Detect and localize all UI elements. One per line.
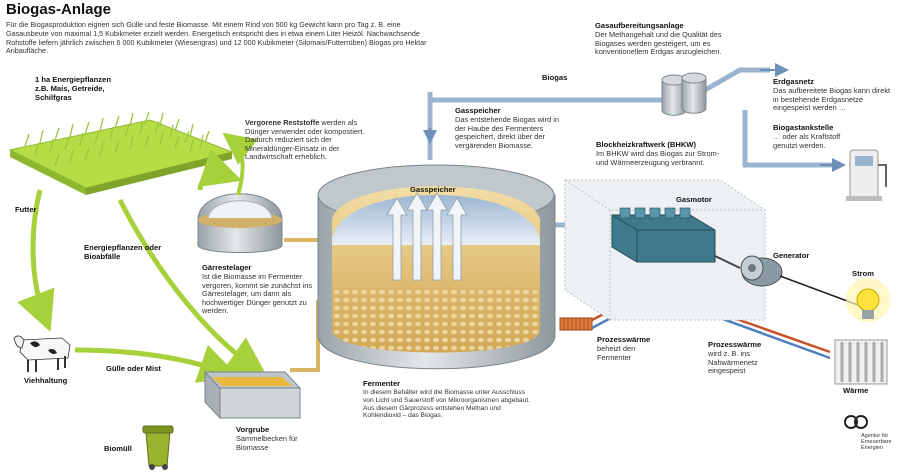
gas-treatment-tanks bbox=[661, 72, 707, 116]
futter-label: Futter bbox=[15, 205, 37, 214]
fermenter-title: Fermenter bbox=[363, 379, 401, 388]
manure-label: Gülle oder Mist bbox=[106, 364, 161, 373]
energy-plants-examples: z.B. Mais, Getreide, Schilfgras bbox=[35, 84, 105, 102]
digestate-outflow-arrow bbox=[222, 132, 258, 196]
agency-logo-text: Agentur für Erneuerbare Energien bbox=[861, 433, 892, 452]
livestock-label: Viehhaltung bbox=[24, 376, 68, 385]
fermenter-heat-exchanger bbox=[559, 317, 593, 331]
digestate-storage-title: Gärrestelager bbox=[202, 263, 252, 272]
fermenter-text: In diesem Behälter wird die Biomasse unt… bbox=[363, 389, 531, 420]
gas-station-title: Biogastankstelle bbox=[773, 123, 834, 132]
gas-motor bbox=[611, 207, 716, 263]
power-label: Strom bbox=[852, 269, 874, 278]
cow-icon bbox=[13, 335, 71, 372]
gas-treatment-title: Gasaufbereitungsanlage bbox=[595, 21, 684, 30]
chp-title: Blockheizkraftwerk (BHKW) bbox=[596, 140, 697, 149]
residues-title: Vergorene Reststoffe bbox=[245, 118, 320, 127]
residues-description: Vergorene Reststoffe werden als Dünger v… bbox=[245, 118, 365, 162]
generator-label: Generator bbox=[773, 251, 810, 260]
drive-shaft bbox=[714, 255, 741, 269]
process-heat-fermenter-text: beheizt den Fermenter bbox=[597, 344, 636, 362]
chp-text: Im BHKW wird das Biogas zur Strom- und W… bbox=[596, 149, 720, 167]
page-title: Biogas-Anlage bbox=[6, 1, 112, 18]
energy-plants-title: 1 ha Energiepflanzen bbox=[35, 75, 111, 84]
gas-pump-icon bbox=[846, 149, 887, 201]
gas-rise-arrows bbox=[386, 192, 468, 281]
biogas-label: Biogas bbox=[542, 73, 568, 82]
residues-text: werden als Dünger verwendet oder kompost… bbox=[245, 118, 365, 162]
gas-grid-text: Das aufbereitete Biogas kann direkt in b… bbox=[773, 86, 891, 113]
prepit-text: Sammelbecken für Biomasse bbox=[236, 434, 298, 452]
process-heat-grid-text: wird z. B. ins Nahwärmenetz eingespeist bbox=[708, 349, 758, 376]
generator bbox=[740, 255, 783, 287]
heat-label: Wärme bbox=[843, 386, 869, 395]
gas-storage-text: Das entstehende Biogas wird in der Haube… bbox=[455, 115, 559, 150]
gas-storage-title: Gasspeicher bbox=[455, 106, 501, 115]
energy-crops-field bbox=[8, 111, 234, 195]
organic-waste-bin-icon bbox=[142, 425, 174, 470]
gas-station-text: … oder als Kraftstoff genutzt werden. bbox=[773, 132, 841, 150]
biomass-flow-arrows bbox=[17, 149, 268, 383]
prepit-title: Vorgrube bbox=[236, 425, 270, 434]
energy-plants-biowaste-label: Energiepflanzen oder Bioabfälle bbox=[84, 243, 162, 261]
biowaste-label: Biomüll bbox=[104, 444, 132, 453]
gas-storage-inner-label: Gasspeicher bbox=[410, 185, 456, 194]
agency-logo-mark bbox=[844, 415, 868, 429]
pre-pit bbox=[203, 370, 302, 420]
gas-treatment-text: Der Methangehalt und die Qualität des Bi… bbox=[595, 30, 722, 57]
gas-motor-label: Gasmotor bbox=[676, 195, 712, 204]
intro-text: Für die Biogasproduktion eignen sich Gül… bbox=[6, 20, 427, 56]
lightbulb-icon bbox=[846, 278, 890, 322]
digestate-storage-tank bbox=[197, 193, 283, 253]
gas-grid-title: Erdgasnetz bbox=[773, 77, 814, 86]
process-heat-fermenter-title: Prozesswärme bbox=[597, 335, 651, 344]
digestate-storage-text: Ist die Biomasse im Fermenter vergoren, … bbox=[202, 272, 313, 316]
process-heat-grid-title: Prozesswärme bbox=[708, 340, 762, 349]
power-cable bbox=[779, 275, 859, 306]
radiator-icon bbox=[834, 339, 888, 385]
